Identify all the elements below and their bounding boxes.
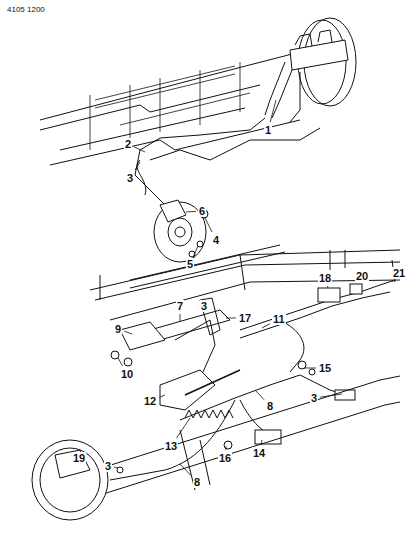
leader-line xyxy=(392,281,394,282)
leader-line xyxy=(118,358,123,366)
drawing-number: 4105 1200 xyxy=(6,4,46,16)
callout-number: 18 xyxy=(318,272,332,284)
leader-line xyxy=(320,394,342,397)
leader-line xyxy=(270,100,276,122)
callout-number: 8 xyxy=(193,476,201,488)
callout-number: 17 xyxy=(238,312,252,324)
leader-line xyxy=(261,440,262,445)
leader-line xyxy=(327,286,329,288)
callout-number: 7 xyxy=(176,300,184,312)
callout-number: 9 xyxy=(114,323,122,335)
leader-line xyxy=(180,464,191,476)
callout-number: 12 xyxy=(143,395,157,407)
callout-number: 5 xyxy=(186,258,194,270)
leader-line xyxy=(186,211,196,213)
callout-number: 11 xyxy=(272,313,286,325)
leader-line xyxy=(194,246,198,256)
callout-number: 19 xyxy=(72,452,86,464)
callout-number: 3 xyxy=(104,460,112,472)
leader-line xyxy=(135,162,140,170)
leader-line xyxy=(180,314,181,322)
callout-number: 8 xyxy=(266,400,274,412)
callout-number: 16 xyxy=(218,452,232,464)
leader-line xyxy=(124,331,132,334)
leader-line xyxy=(177,418,190,438)
leader-line xyxy=(159,395,165,397)
leader-line xyxy=(262,324,270,328)
leader-line xyxy=(226,318,236,319)
leader-line xyxy=(134,147,145,152)
leader-line xyxy=(204,216,212,232)
callout-number: 20 xyxy=(355,270,369,282)
callout-number: 3 xyxy=(126,172,134,184)
callout-number: 1 xyxy=(264,124,272,136)
callout-number: 2 xyxy=(124,138,132,150)
callout-number: 13 xyxy=(164,440,178,452)
callout-number: 10 xyxy=(120,368,134,380)
callout-number: 3 xyxy=(200,300,208,312)
callout-number: 14 xyxy=(252,447,266,459)
callout-number: 3 xyxy=(310,392,318,404)
leader-line xyxy=(114,467,118,469)
leader-line xyxy=(225,446,226,450)
leader-line xyxy=(255,390,264,400)
callout-number: 6 xyxy=(198,205,206,217)
callout-number: 21 xyxy=(392,267,406,279)
leader-line xyxy=(304,368,316,369)
callout-number: 4 xyxy=(212,234,220,246)
callout-number: 15 xyxy=(318,362,332,374)
